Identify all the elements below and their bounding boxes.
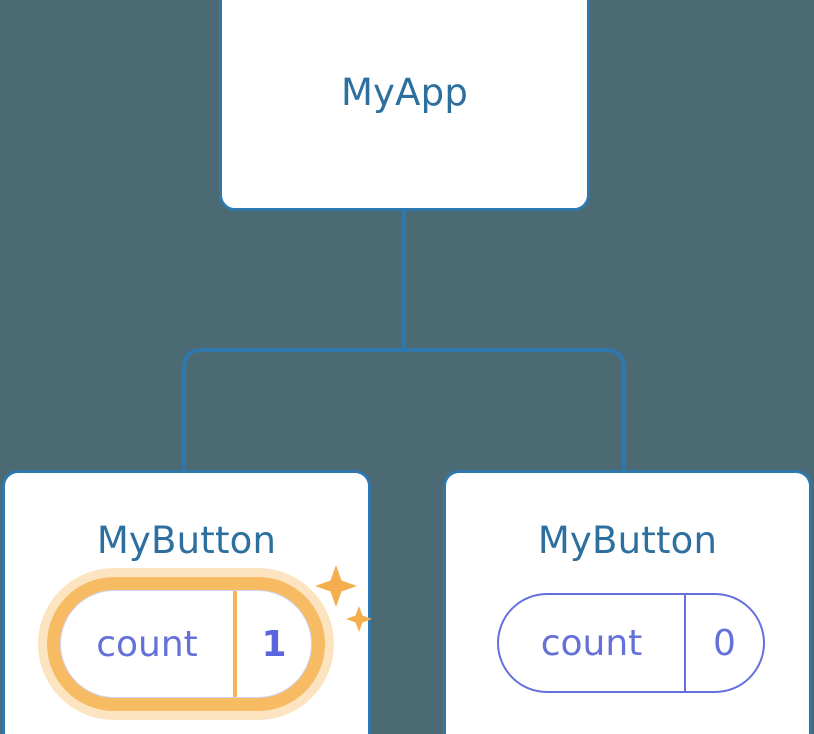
- state-value-child-1: 0: [684, 595, 763, 691]
- state-pill-child-1[interactable]: count 0: [497, 593, 765, 693]
- node-title-child-1: MyButton: [537, 519, 718, 562]
- node-card-root[interactable]: MyApp: [219, 0, 590, 211]
- node-card-child-1[interactable]: MyButton count 0: [443, 470, 812, 734]
- connector-child-bus: [182, 348, 626, 470]
- node-title-root: MyApp: [340, 71, 469, 114]
- state-pill-inner-child-0: count 1: [60, 590, 312, 698]
- node-title-child-0: MyButton: [96, 519, 277, 562]
- state-key-child-0: count: [96, 623, 198, 665]
- state-key-child-1: count: [540, 622, 643, 664]
- state-value-child-0: 1: [233, 591, 311, 697]
- state-pill-child-0[interactable]: count 1: [38, 565, 372, 720]
